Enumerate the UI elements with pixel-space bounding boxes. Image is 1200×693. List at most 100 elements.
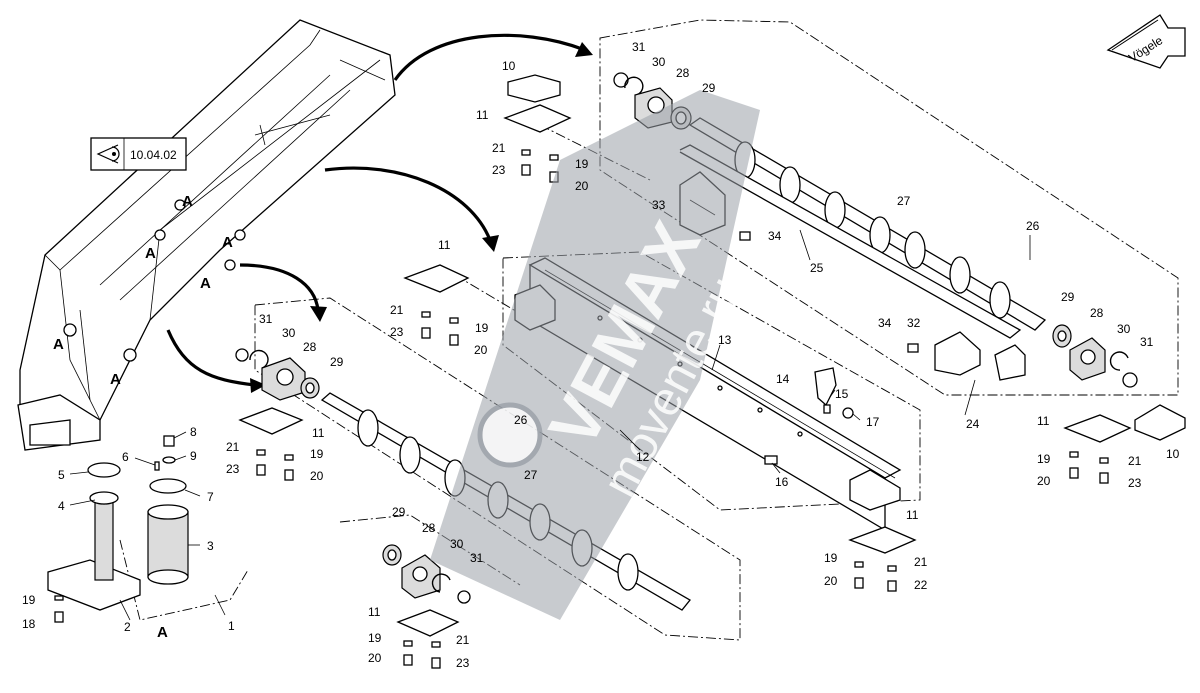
roller-assembly-1 [47,435,189,623]
detail-marker-a: A [110,371,121,388]
part-label: 10 [1166,447,1180,461]
part-label: 11 [312,426,325,440]
mount-rail-bottom [848,526,917,592]
detail-marker-a: A [200,275,211,292]
part-label: 31 [632,40,646,54]
mount-mid-left [238,407,304,481]
voegele-logo: Vögele [1106,14,1186,69]
mount-top-middle [503,74,572,183]
part-label: 11 [906,508,919,522]
part-label: 30 [1117,322,1131,336]
part-label: 19 [310,447,324,461]
part-label: 30 [652,55,666,69]
part-label: 23 [1128,476,1142,490]
part-label: 31 [259,312,273,326]
part-label: 32 [907,316,921,330]
part-label: 21 [1128,454,1142,468]
part-label: 19 [22,593,36,607]
part-label: 19 [368,631,382,645]
part-label: 20 [1037,474,1051,488]
part-label: 18 [22,617,36,631]
bearing-mid-left [235,348,320,401]
bearing-bottom [382,544,471,604]
part-label: 33 [652,198,666,212]
part-label: 29 [702,81,716,95]
part-label: 28 [422,521,436,535]
part-label: 25 [810,261,824,275]
part-label: 19 [1037,452,1051,466]
part-label: 20 [310,469,324,483]
part-label: 21 [390,303,404,317]
part-label: 30 [282,326,296,340]
part-label: 28 [1090,306,1104,320]
eye-icon [96,144,120,164]
part-label: 1 [228,619,235,633]
reference-box: 10.04.02 [90,137,187,171]
part-label: 11 [438,238,451,252]
detail-marker-a: A [145,245,156,262]
bracket-32 [907,331,1026,381]
detail-marker-a: A [222,234,233,251]
detail-marker-a: A [157,624,168,641]
part-label: 11 [1037,414,1050,428]
machine-frame [17,19,396,451]
part-label: 4 [58,499,65,513]
reference-code: 10.04.02 [130,148,177,162]
bearing-right [1052,324,1138,388]
part-label: 8 [190,425,197,439]
part-label: 31 [1140,335,1154,349]
part-label: 6 [122,450,129,464]
part-label: 34 [768,229,782,243]
part-label: 22 [914,578,928,592]
part-label: 26 [514,413,528,427]
part-label: 23 [226,462,240,476]
part-label: 7 [207,490,214,504]
part-label: 20 [474,343,488,357]
part-label: 11 [476,108,489,122]
part-label: 23 [456,656,470,670]
mount-rail-top [403,264,470,346]
part-label: 24 [966,417,980,431]
part-label: 11 [368,605,381,619]
part-label: 5 [58,468,65,482]
part-label: 20 [824,574,838,588]
part-label: 27 [524,468,538,482]
part-label: 15 [835,387,849,401]
part-label: 29 [392,505,406,519]
part-label: 19 [824,551,838,565]
part-label: 20 [368,651,382,665]
part-label: 14 [776,372,790,386]
mount-bottom [396,609,460,669]
part-labels: 1 2 3 4 5 6 7 8 9 10 10 11 11 11 11 11 1… [22,40,1180,670]
part-label: 19 [475,321,489,335]
part-label: 30 [450,537,464,551]
part-label: 12 [636,450,650,464]
pointer-arrows [166,33,593,393]
part-label: 20 [575,179,589,193]
part-label: 9 [190,449,197,463]
part-label: 28 [303,340,317,354]
part-label: 26 [1026,219,1040,233]
part-label: 16 [775,475,789,489]
part-label: 27 [897,194,911,208]
part-label: 19 [575,157,589,171]
part-label: 21 [226,440,240,454]
part-label: 3 [207,539,214,553]
detail-marker-a: A [53,336,64,353]
part-label: 31 [470,551,484,565]
part-label: 21 [492,141,506,155]
leader-lines [69,229,1031,621]
part-label: 17 [866,415,880,429]
detail-marker-a: A [182,193,193,210]
part-label: 28 [676,66,690,80]
part-label: 10 [502,59,516,73]
part-label: 29 [1061,290,1075,304]
mount-right [1063,404,1186,484]
detail-markers: A A A A A A A [53,193,233,641]
part-label: 23 [390,325,404,339]
part-label: 21 [914,555,928,569]
arrow-left-icon [1111,19,1159,51]
part-label: 23 [492,163,506,177]
part-label: 34 [878,316,892,330]
